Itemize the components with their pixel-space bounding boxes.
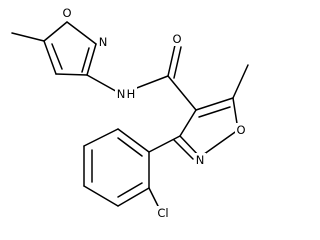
atom-label-nitrogen-top-ring: N	[99, 35, 108, 49]
atom-bg-n-right	[194, 153, 206, 167]
bond-c4-c5-inner	[51, 43, 63, 70]
bond-carbonyl-c-ring	[167, 75, 197, 111]
atom-label-carbonyl-oxygen: O	[172, 32, 181, 46]
bond-carbonyl-c-o-double	[173, 46, 182, 79]
bond-carbonyl-c-o	[167, 44, 176, 77]
atom-label-nitrogen-right-ring: N	[196, 153, 205, 167]
bond-c4-c5	[43, 40, 57, 75]
atom-label-oxygen-top-ring: O	[62, 6, 71, 20]
bond-c3-c4	[55, 73, 88, 76]
bond-isoxazole-phenyl	[148, 135, 181, 153]
bond-phenyl-c3-c2	[117, 187, 150, 207]
chemical-structure-diagram: O N N H O O N Cl	[11, 6, 249, 220]
bond-o1-n2-central	[199, 129, 239, 158]
atom-label-amide-nitrogen: N	[117, 87, 126, 101]
bond-n2-c3-central-double	[173, 139, 194, 160]
bond-c5-methyl-central	[232, 64, 249, 99]
bond-phenyl-c1-c6	[117, 128, 150, 153]
bond-c5-o1	[43, 21, 68, 42]
atom-label-amide-hydrogen: H	[127, 87, 136, 101]
bond-phenyl-c6-c5	[83, 128, 119, 147]
atom-bg-o-top	[61, 6, 74, 20]
atom-label-oxygen-right-ring: O	[236, 123, 245, 137]
atom-bg-nh	[115, 87, 137, 101]
bond-c3-c4-central	[179, 109, 197, 137]
atom-label-chlorine: Cl	[157, 206, 168, 220]
bond-phenyl-c1-c6-inner	[117, 137, 143, 157]
bond-c4-c5-central-double	[198, 106, 231, 118]
bond-c4-c5-central	[195, 97, 234, 111]
atom-bg-carbonyl-o	[170, 32, 183, 46]
bond-o1-n2	[66, 21, 97, 45]
bond-phenyl-c4-c3	[83, 185, 119, 207]
bond-methyl-c5	[11, 32, 45, 42]
bond-n2-c3	[86, 43, 97, 76]
bond-phenyl-c3-c2-inner	[117, 182, 143, 198]
atom-bg-o-right	[235, 123, 248, 137]
atom-bg-n-top	[97, 35, 109, 49]
structure-canvas: O N N H O O N Cl	[11, 6, 249, 220]
bond-n2-c3-inner	[81, 47, 90, 73]
atom-bg-cl	[154, 206, 172, 220]
